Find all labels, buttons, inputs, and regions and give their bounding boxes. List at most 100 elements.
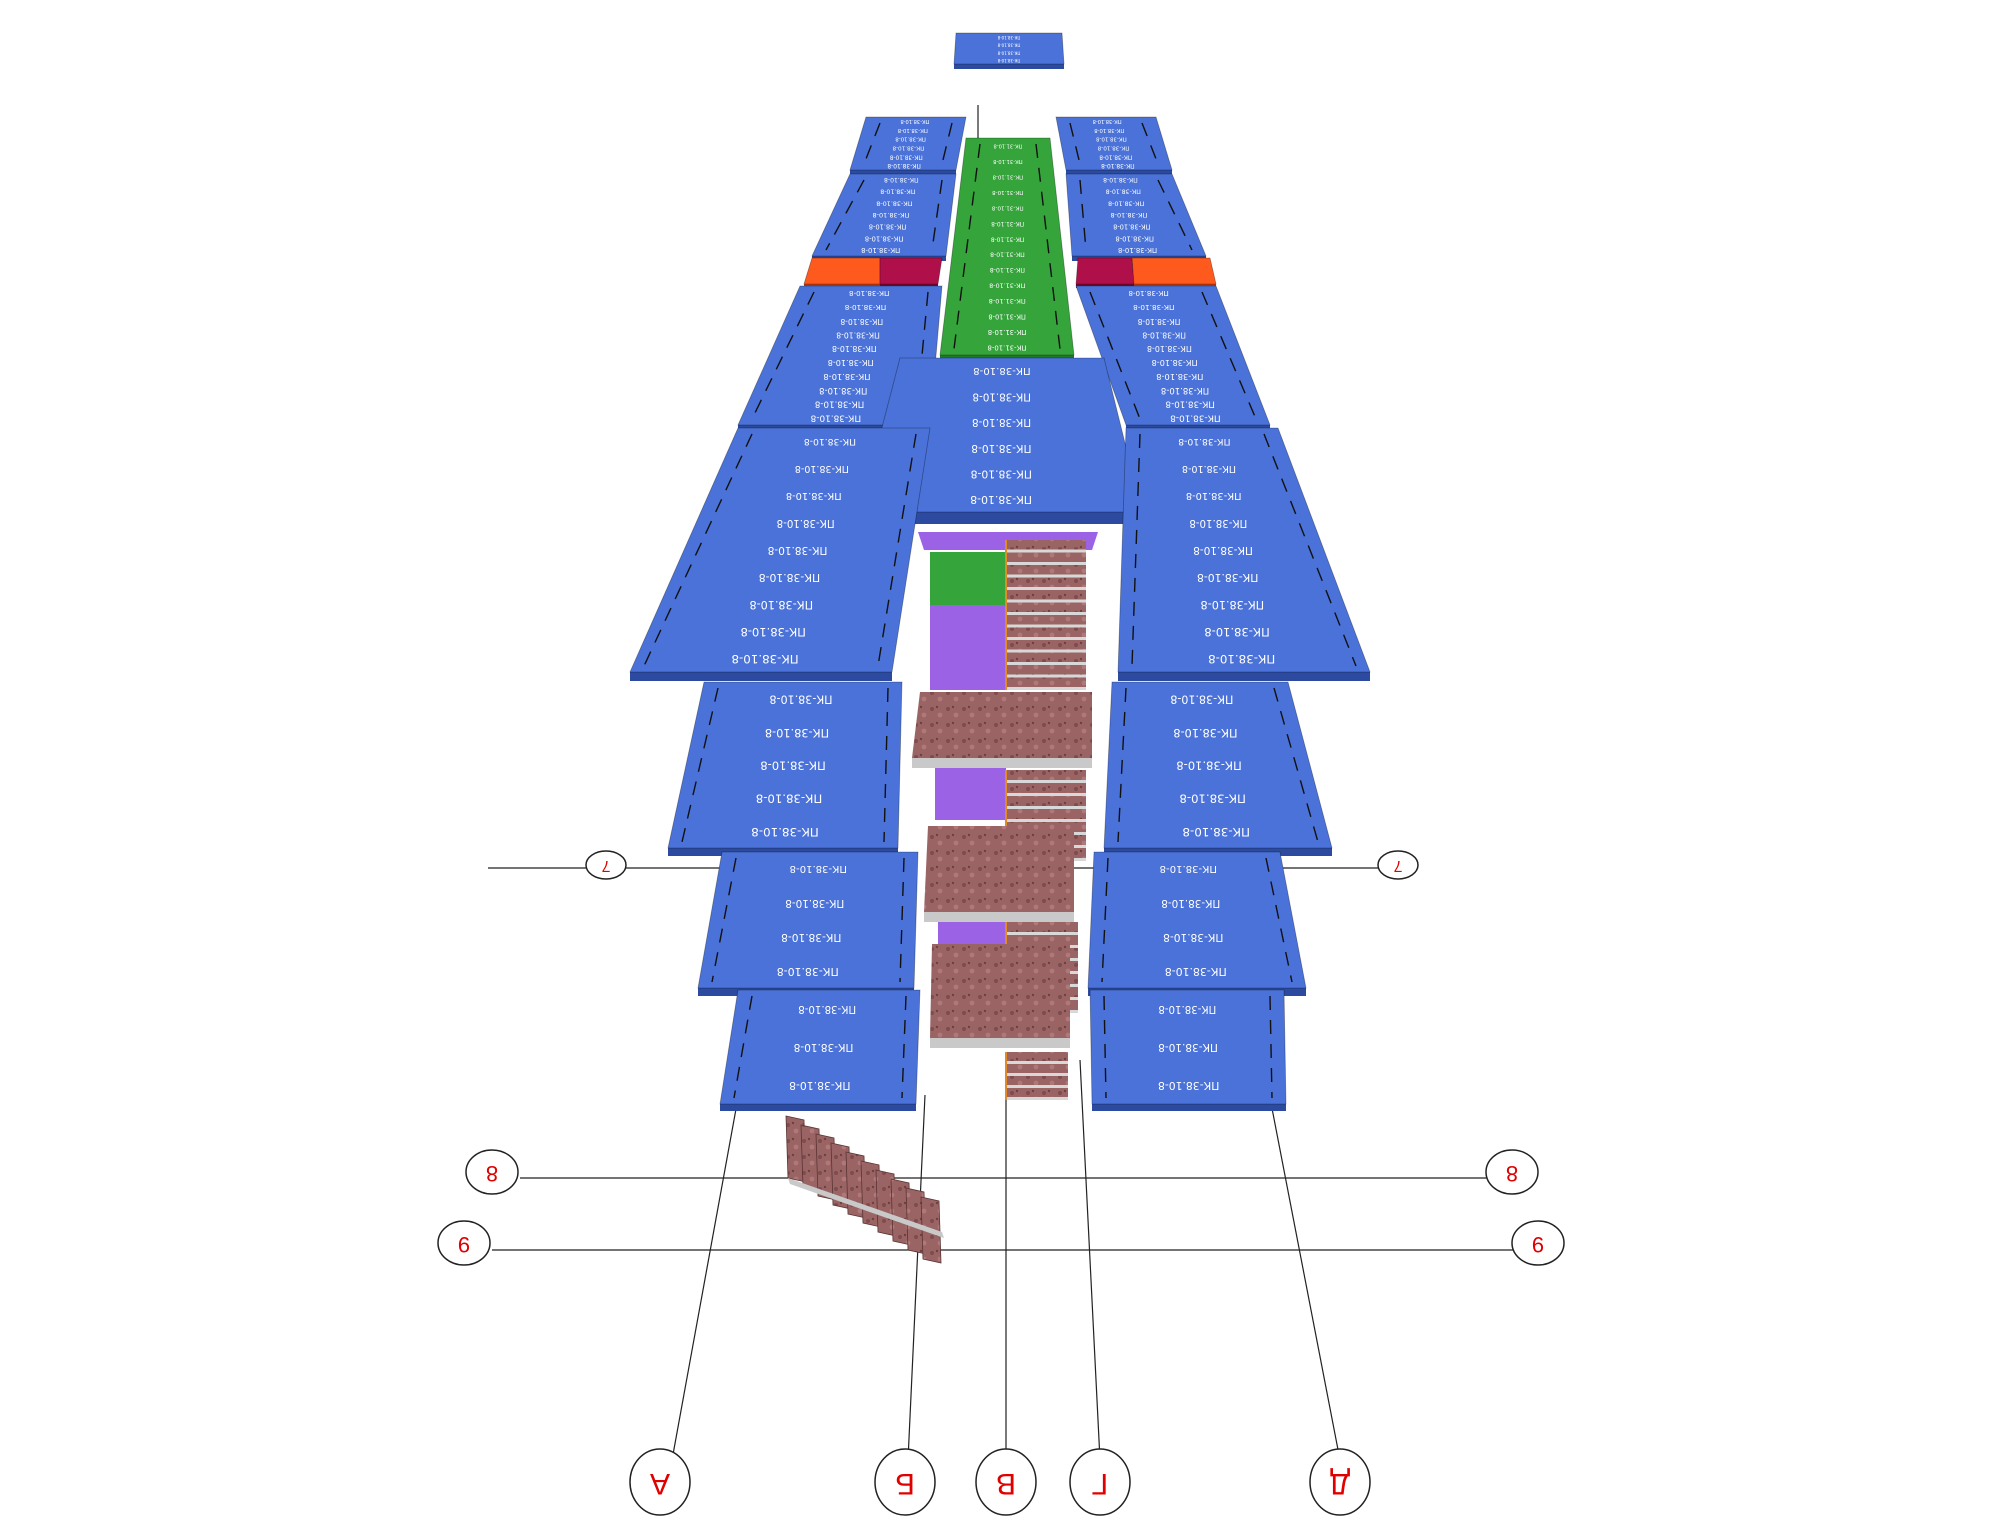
stair-nosing [1006,562,1086,565]
slab-top [953,32,1065,65]
axis-bubble [465,1149,519,1195]
slab-top [849,116,967,171]
axis-label: 7 [1393,857,1402,874]
slab-top [1131,257,1217,285]
seam-line [883,687,889,843]
green-slab [930,552,1006,605]
slab-mark-label: ПК-38.10-8 [804,436,856,447]
axis-bubble [585,850,627,880]
slab-right-4: ПК-38.10-8ПК-38.10-8ПК-38.10-8ПК-38.10-8 [1087,851,1307,996]
slab-left-3: ПК-38.10-8ПК-38.10-8ПК-38.10-8ПК-38.10-8… [667,681,903,856]
axis-label: Б [895,1467,915,1500]
stair-nosing [1006,624,1086,628]
slab-mark-label: ПК-38.10-8 [861,246,900,254]
slab-mark-label: ПК-38.10-8 [836,331,880,340]
slab-top [1075,257,1135,285]
stair-tread [1006,590,1086,600]
slab-mark-label: ПК-38.10-8 [1096,136,1127,142]
axis-label: А [650,1467,670,1500]
slab-mark-label: ПК-38.10-8 [869,223,906,231]
slab-mark-label: ПК-38.10-8 [972,391,1031,403]
stair-tread [1006,677,1086,687]
slab-mark-label: ПК-38.10-8 [777,517,835,528]
slab-mark-label: ПК-31.10-8 [990,250,1025,257]
slab-mark-label: ПК-38.10-8 [832,344,877,353]
purple-slab [930,605,1006,690]
slab-left-4: ПК-38.10-8ПК-38.10-8ПК-38.10-8ПК-38.10-8 [697,851,919,996]
balcony-strip-left-maroon [879,257,943,288]
stair-tread [1006,640,1086,650]
stair-tread [1006,615,1086,625]
axis-marker-col-b: Б [874,1448,936,1516]
axis-marker-col-a: А [629,1448,691,1516]
seam-line [681,687,719,843]
seam-line [1079,179,1087,251]
slab-mark-label: ПК-38.10-8 [1133,303,1175,312]
slab-mark-label: ПК-38.10-8 [1118,246,1157,254]
slab-mark-label: ПК-38.10-8 [876,199,912,207]
axis-bubble [975,1448,1037,1516]
stair-tread [1006,577,1086,587]
slab-mark-label: ПК-38.10-8 [823,372,870,382]
slab-mark-label: ПК-38.10-8 [1111,211,1148,219]
axis-line [1269,1097,1341,1461]
slab-mark-label: ПК-38.10-8 [1158,1041,1218,1053]
slab-mark-label: ПК-38.10-8 [1186,490,1242,501]
slab-mark-label: ПК-38.10-8 [1103,176,1138,183]
stair-nosing [1006,793,1086,796]
slab-mark-label: ПК-38.10-8 [798,1003,856,1014]
slab-mark-label: ПК-31.10-8 [993,142,1022,148]
slab-mark-label: ПК-38.10-8 [1201,598,1265,611]
balcony-strip-right-maroon [1075,257,1135,288]
stair-tread [1006,935,1078,945]
slab-mark-label: ПК-38.10-8 [810,413,861,423]
slab-mark-label: ПК-38.10-8 [897,127,928,133]
stair-landing-2 [924,826,1074,922]
slab-mark-label: ПК-38.10-8 [1108,199,1144,207]
axis-bubble [874,1448,936,1516]
slab-edge [850,170,956,174]
slab-mark-label: ПК-38.10-8 [732,652,799,666]
slab-mark-label: ПК-38.10-8 [1197,571,1258,584]
slab-mark-label: ПК-31.10-8 [988,312,1025,320]
stair-landing-3 [930,944,1070,1048]
slab-mark-label: ПК-38.10-8 [880,188,915,195]
slab-upper-right-2: ПК-38.10-8ПК-38.10-8ПК-38.10-8ПК-38.10-8… [1065,173,1207,261]
seam-line [863,122,881,165]
slab-mark-label: ПК-38.10-8 [1137,317,1180,326]
stair-tread [1006,665,1086,675]
slab-mark-label: ПК-38.10-8 [997,58,1020,63]
slab-top [1103,681,1333,849]
slab-upper-left-1: ПК-38.10-8ПК-38.10-8ПК-38.10-8ПК-38.10-8… [849,116,967,174]
landing-edge [924,912,1074,922]
seam-line [825,179,865,251]
slab-mark-label: ПК-38.10-8 [786,490,842,501]
slab-top [803,257,881,285]
landing-top [912,692,1092,758]
slab-mark-label: ПК-38.10-8 [795,463,849,474]
stair-tread [1006,627,1086,637]
slab-mark-label: ПК-31.10-8 [990,266,1025,273]
stair-flight-4 [1005,1052,1068,1100]
seam-line [899,857,905,983]
slab-mark-label: ПК-38.10-8 [777,965,839,978]
axis-bubble [1377,850,1419,880]
seam-line [1265,857,1293,983]
stair-nosing [1006,662,1086,665]
axis-marker-col-g: Г [1069,1448,1131,1516]
seam-line [1269,995,1273,1099]
slab-mark-label: ПК-31.10-8 [992,173,1023,179]
slab-mark-label: ПК-38.10-8 [1178,436,1230,447]
slab-mark-label: ПК-38.10-8 [1170,413,1221,423]
slab-mark-label: ПК-38.10-8 [769,693,832,706]
stair-nosing [1006,599,1086,603]
slab-top [719,989,921,1105]
slab-mark-label: ПК-31.10-8 [987,343,1026,351]
balcony-strip-right-orange [1131,257,1217,288]
slab-mark-label: ПК-38.10-8 [1101,162,1135,168]
stair-nosing [1006,549,1086,553]
slab-mark-label: ПК-31.10-8 [992,189,1024,195]
slab-edge [860,512,1142,524]
seam-line [941,122,953,165]
slab-mark-label: ПК-38.10-8 [884,176,919,183]
